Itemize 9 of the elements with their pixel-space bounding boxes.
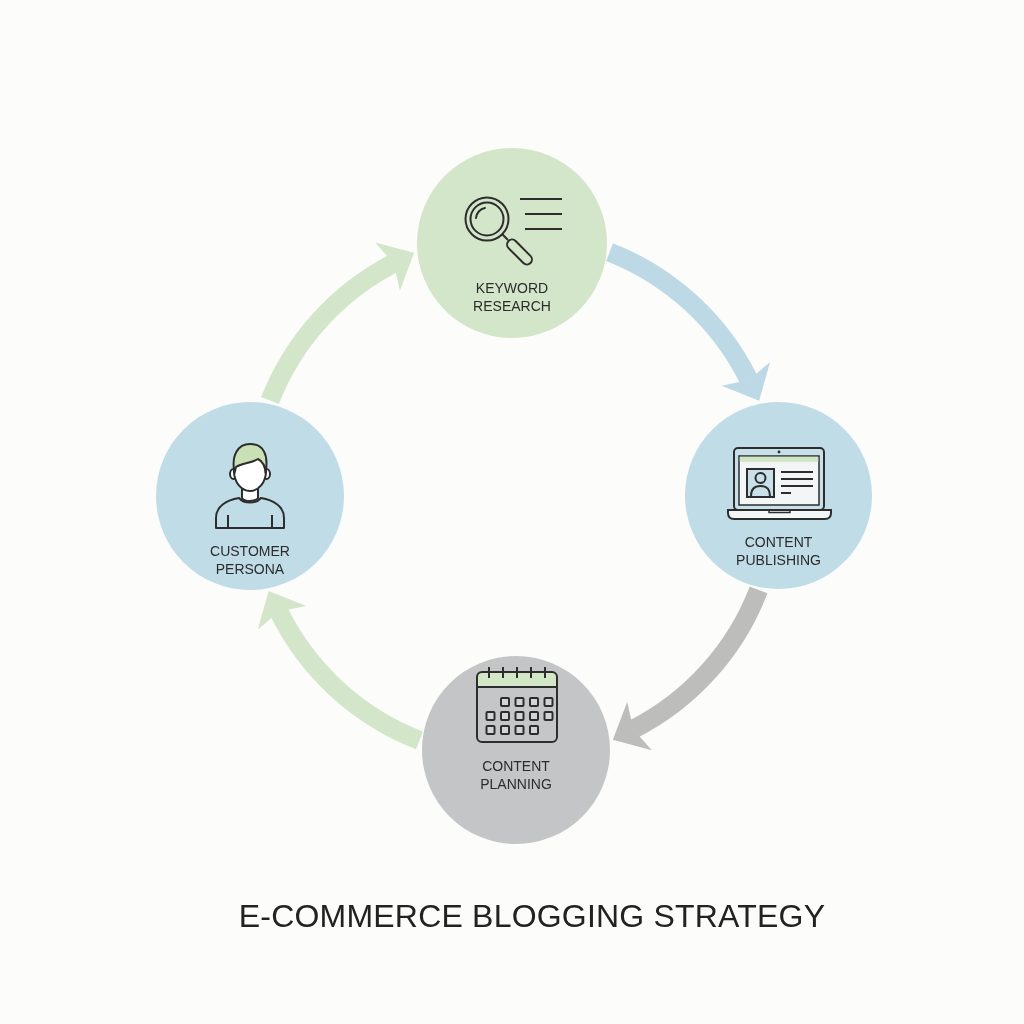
diagram-title: E-COMMERCE BLOGGING STRATEGY	[237, 897, 827, 936]
curved-arrow	[605, 243, 769, 401]
stage-label: KEYWORD RESEARCH	[473, 279, 551, 315]
stage-label: CONTENT PUBLISHING	[736, 533, 821, 569]
stage-label: CUSTOMER PERSONA	[210, 541, 290, 578]
stage-label: CONTENT PLANNING	[480, 757, 552, 793]
curved-arrow	[258, 591, 424, 749]
curved-arrow	[261, 243, 414, 405]
curved-arrow	[613, 585, 768, 749]
